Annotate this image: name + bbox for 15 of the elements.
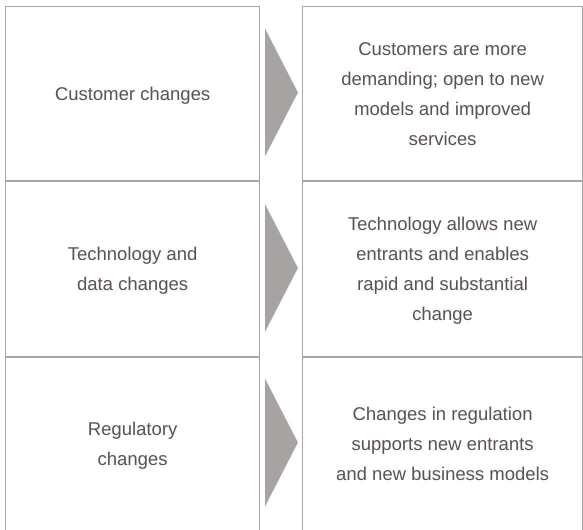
box-text: Customers are more demanding; open to new models and improved services xyxy=(340,36,545,150)
text-box xyxy=(302,357,583,530)
box-text: Customer changes xyxy=(54,82,212,106)
text-box xyxy=(5,6,260,181)
chevron-arrow xyxy=(265,28,298,156)
chevron-arrow xyxy=(265,378,298,506)
text-box xyxy=(5,357,260,530)
text-box xyxy=(302,6,583,181)
box-text: Technology and data changes xyxy=(66,242,198,296)
text-box xyxy=(302,181,583,357)
box-text: Technology allows new entrants and enables rapid and substantial change xyxy=(346,212,538,326)
box-text: Regulatory changes xyxy=(86,417,178,471)
chevron-arrow xyxy=(265,204,298,332)
text-box xyxy=(5,181,260,357)
box-text: Changes in regulation supports new entrants and new business models xyxy=(335,402,550,486)
